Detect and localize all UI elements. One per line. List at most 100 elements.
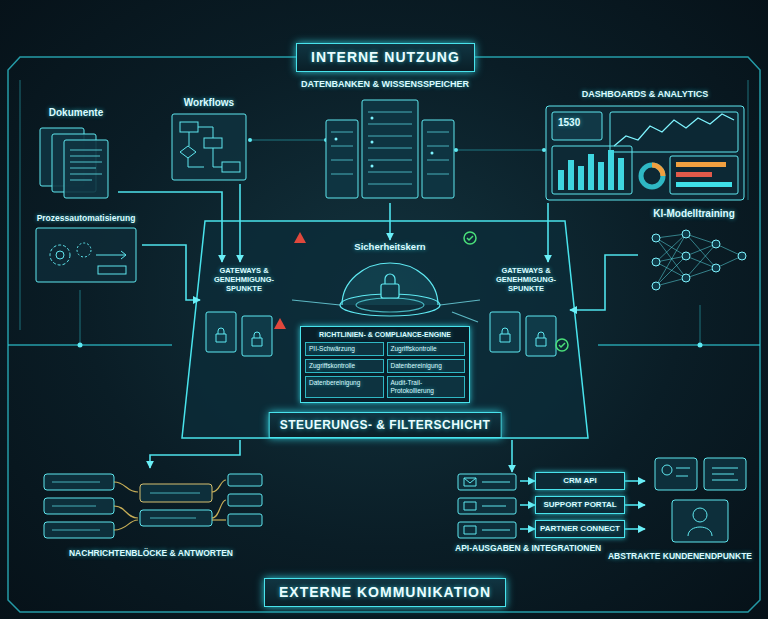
approval-check <box>556 339 568 351</box>
flow-connector <box>389 203 391 240</box>
dashboard-bar <box>588 154 594 190</box>
flow-connector <box>625 528 645 530</box>
node-label: Sicherheitskern <box>354 241 425 252</box>
neural-node <box>712 264 720 272</box>
dashboard-donut <box>652 165 663 176</box>
api-icon <box>458 474 516 490</box>
chat-bubble-icon <box>228 474 262 486</box>
circuit-trace <box>20 80 21 330</box>
node-label: API-AUSGABEN & INTEGRATIONEN <box>455 543 601 553</box>
document-stack-icon <box>52 134 96 192</box>
approval-check <box>464 232 568 351</box>
component-panel: DATENBANKEN & WISSENSSPEICHER <box>290 78 480 203</box>
circuit-trace <box>250 140 326 141</box>
flow-connector <box>570 255 638 310</box>
server-icon <box>331 132 449 174</box>
automation-icon <box>77 243 91 257</box>
server-light <box>371 117 374 120</box>
component-panel: Prozessautomatisierung <box>30 212 142 287</box>
rule-cell: Zugriffskontrolle <box>387 342 466 356</box>
chat-bubble-icon <box>44 522 114 538</box>
dashboard-icon <box>552 112 602 140</box>
automation-icon <box>36 228 136 282</box>
workflow-icon <box>172 114 246 180</box>
warning-sign <box>274 232 306 329</box>
circuit-trace <box>80 290 81 345</box>
component-panel: Sicherheitskern <box>330 240 450 320</box>
node-label: ABSTRAKTE KUNDENENDPUNKTE <box>608 551 752 561</box>
neural-node <box>738 252 746 260</box>
dashboard-icon <box>614 114 734 146</box>
node-label: CRM API <box>563 476 596 486</box>
document-stack-icon <box>70 150 102 180</box>
gateway-lock-panel <box>206 312 236 352</box>
node-label: GATEWAYS & GENEHMIGUNG-SPUNKTE <box>204 266 284 293</box>
component-panel: Workflows <box>168 96 250 184</box>
rule-cell: Audit-Trail-Protokollierung <box>387 376 466 398</box>
component-panel: KI-Modelltraining <box>638 207 750 302</box>
customer-endpoint-icon <box>693 508 707 522</box>
server-light <box>431 152 434 155</box>
metric-value: 1530 <box>558 117 580 129</box>
node-label: Workflows <box>184 97 234 109</box>
document-stack-icon <box>64 140 108 198</box>
gateway-lock-panel <box>242 316 272 356</box>
circuit-dot <box>542 148 546 152</box>
flow-connector <box>118 192 222 262</box>
neural-node <box>652 234 660 242</box>
component-panel: DASHBOARDS & ANALYTICS <box>540 88 750 203</box>
rule-cell: Zugriffskontrolle <box>305 359 384 373</box>
approval-check <box>464 232 476 244</box>
neural-node <box>652 230 746 290</box>
server-light <box>335 117 434 168</box>
section-tab: EXTERNE KOMMUNIKATION <box>264 578 506 607</box>
circuit-dot <box>698 343 703 348</box>
customer-endpoint-icon <box>676 468 738 480</box>
circuit-dot <box>454 148 458 152</box>
chat-flow-line <box>114 482 138 492</box>
dashboard-bar <box>608 150 614 190</box>
api-icon <box>464 478 510 534</box>
neural-network-icon <box>656 234 686 286</box>
flow-connector <box>520 528 535 530</box>
flow-connector <box>150 440 240 468</box>
workflow-icon <box>188 127 222 167</box>
energy-ray <box>452 312 478 322</box>
dashboard-bar <box>578 166 584 190</box>
platform-outline <box>182 221 588 438</box>
component-panel: API-AUSGABEN & INTEGRATIONEN <box>455 472 520 538</box>
node-label: NACHRICHTENBLÖCKE & ANTWORTEN <box>69 548 233 558</box>
node-label: Zugriffskontrolle <box>391 345 462 353</box>
node-label: Dokumente <box>49 107 103 119</box>
circuit-trace <box>748 80 749 200</box>
energy-ray <box>440 300 480 305</box>
server-icon <box>368 112 412 184</box>
frame-line <box>8 57 760 612</box>
api-icon <box>458 522 516 538</box>
rule-cell: PII-Schwärzung <box>305 342 384 356</box>
node-label: Zugriffskontrolle <box>309 362 380 370</box>
security-dome <box>385 274 395 284</box>
dashboard-bar <box>676 172 712 177</box>
dashboard-bar <box>568 160 574 190</box>
node-label: DATENBANKEN & WISSENSSPEICHER <box>301 79 469 90</box>
dashboard-bar <box>558 150 732 190</box>
node-label: Audit-Trail-Protokollierung <box>391 379 462 395</box>
customer-endpoint-icon <box>704 458 746 490</box>
chat-bubble-icon <box>228 514 262 526</box>
security-dome <box>340 294 440 316</box>
dashboard-donut <box>641 165 663 187</box>
node-label: INTERNE NUTZUNG <box>311 49 460 66</box>
chat-flow-line <box>212 480 226 492</box>
warning-sign <box>274 318 286 329</box>
workflow-icon <box>204 138 222 148</box>
neural-node <box>682 274 690 282</box>
server-light <box>371 165 374 168</box>
dashboard-icon <box>610 112 738 152</box>
neural-node <box>682 230 690 238</box>
node-label: KI-Modelltraining <box>653 208 735 220</box>
dashboard-icon <box>546 106 744 200</box>
node-label: PARTNER CONNECT <box>540 524 620 534</box>
customer-endpoint-icon <box>662 465 672 475</box>
chat-bubble-icon <box>228 494 262 506</box>
